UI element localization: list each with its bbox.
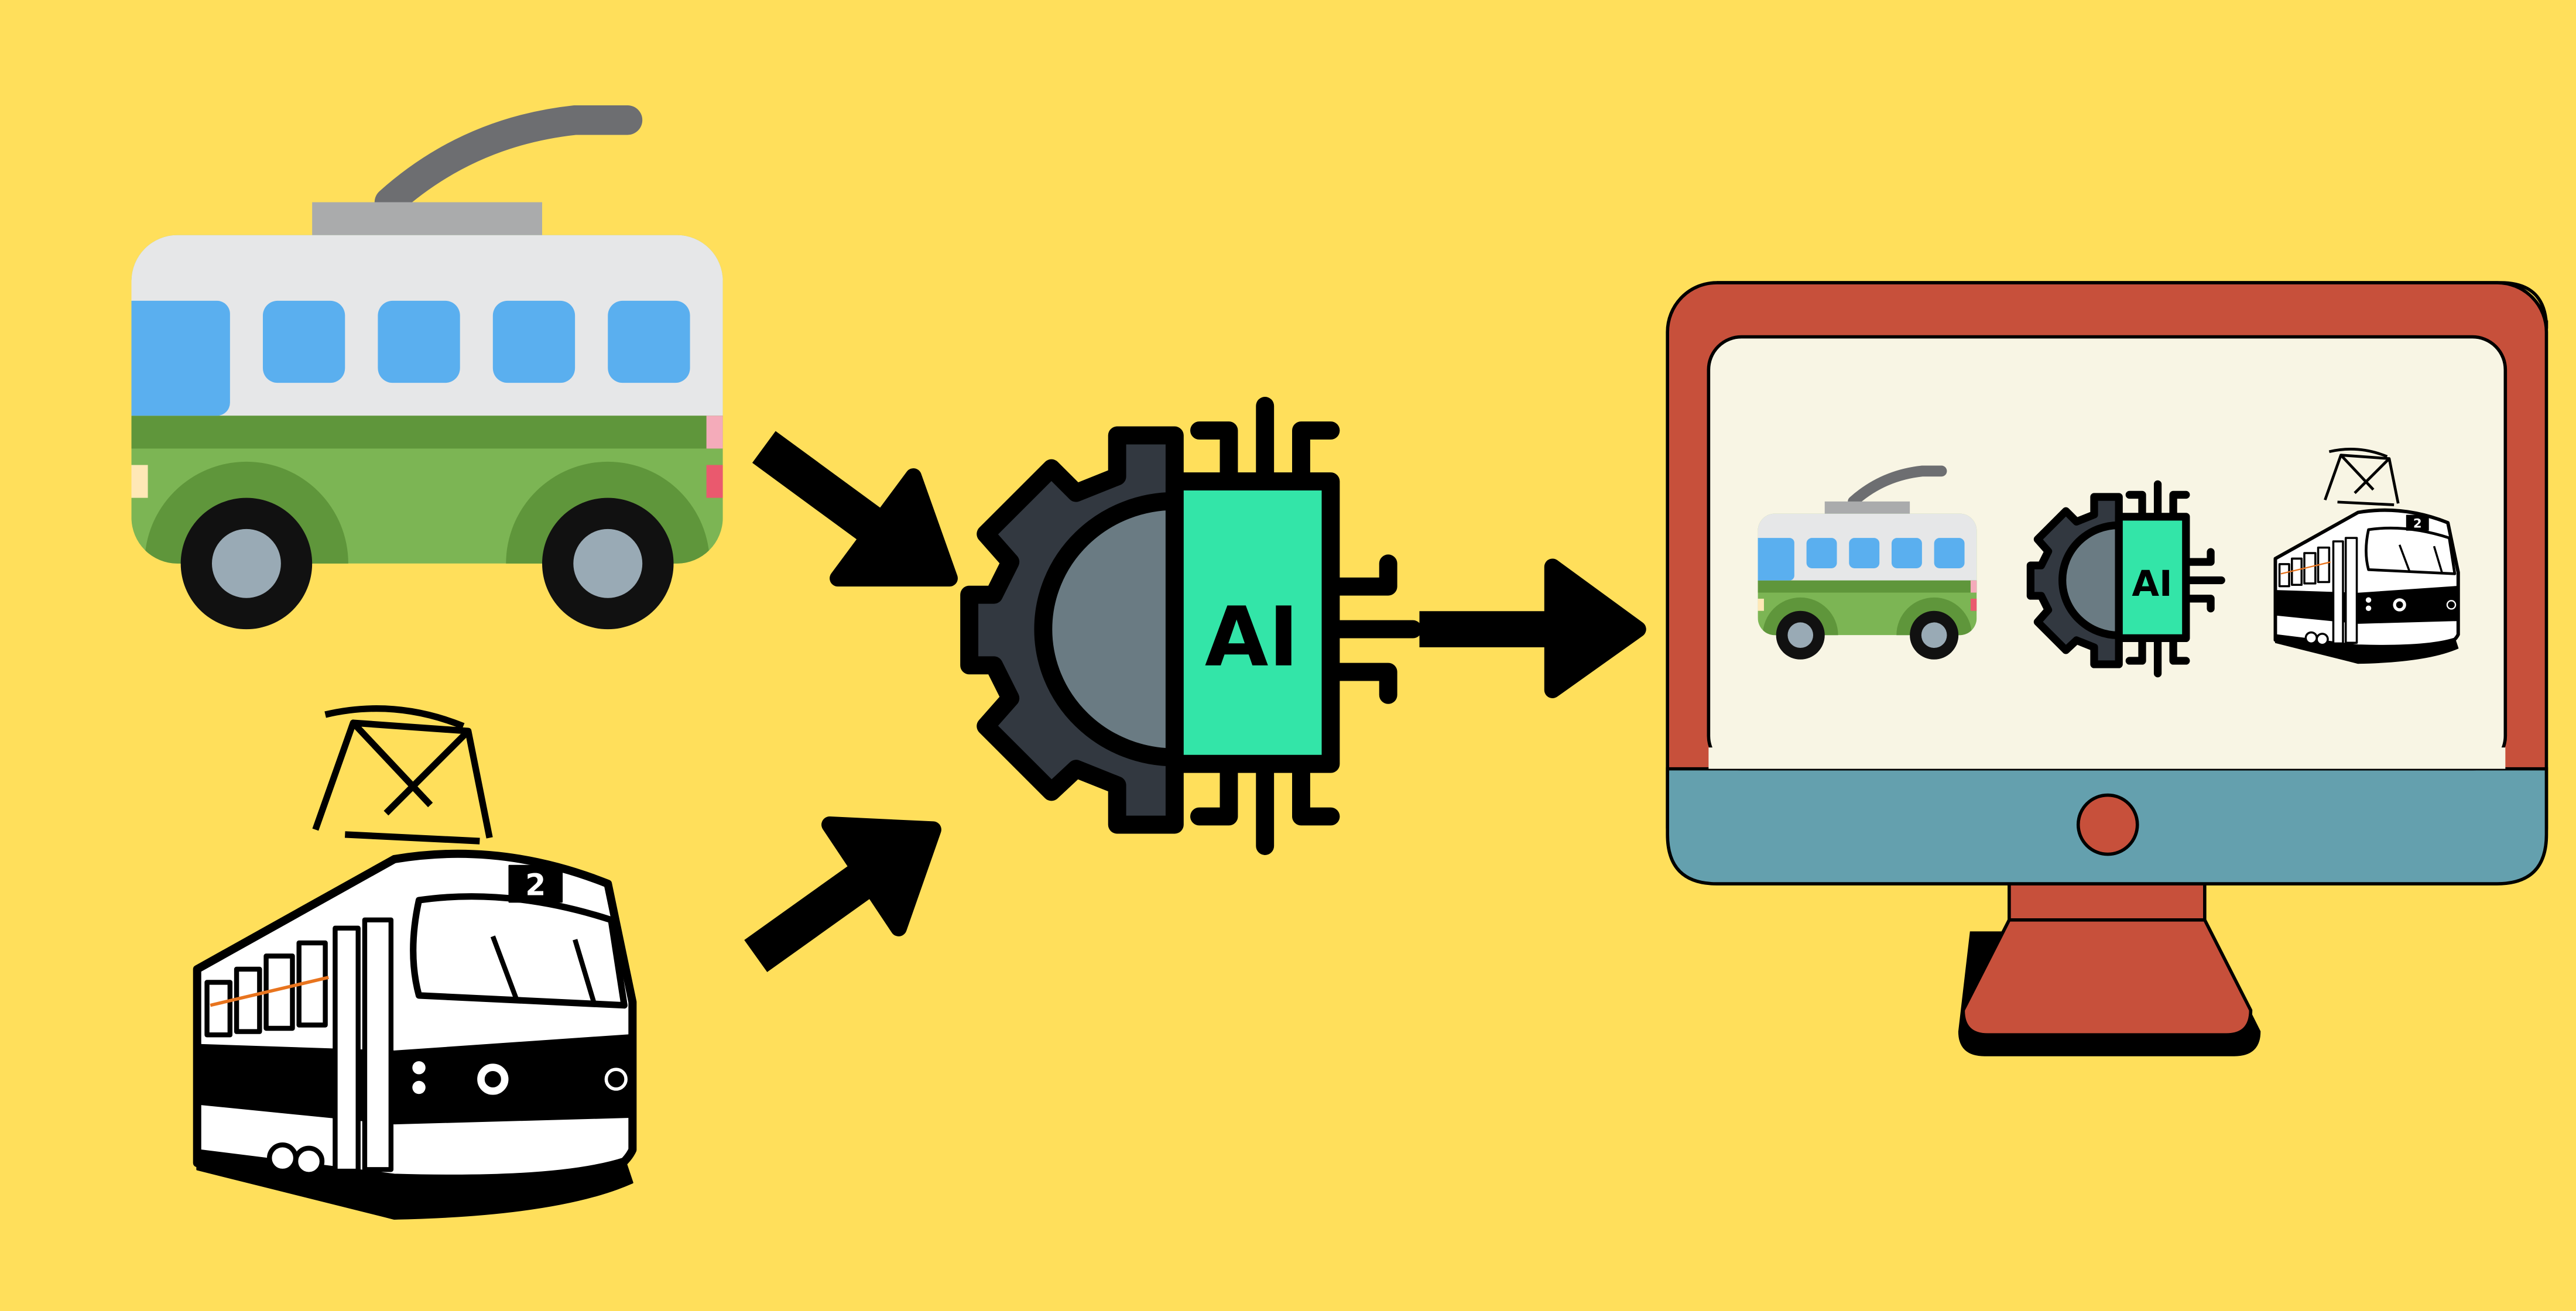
chip-label: AI (1205, 590, 1299, 685)
ai-chip-icon: AI (960, 397, 1422, 855)
arrow-icon (744, 816, 941, 972)
tram-number: 2 (525, 868, 546, 902)
tram-icon: 2 (193, 705, 637, 1220)
trolleybus-icon (131, 105, 723, 630)
arrow-icon (1419, 558, 1646, 698)
arrow-icon (752, 431, 958, 587)
